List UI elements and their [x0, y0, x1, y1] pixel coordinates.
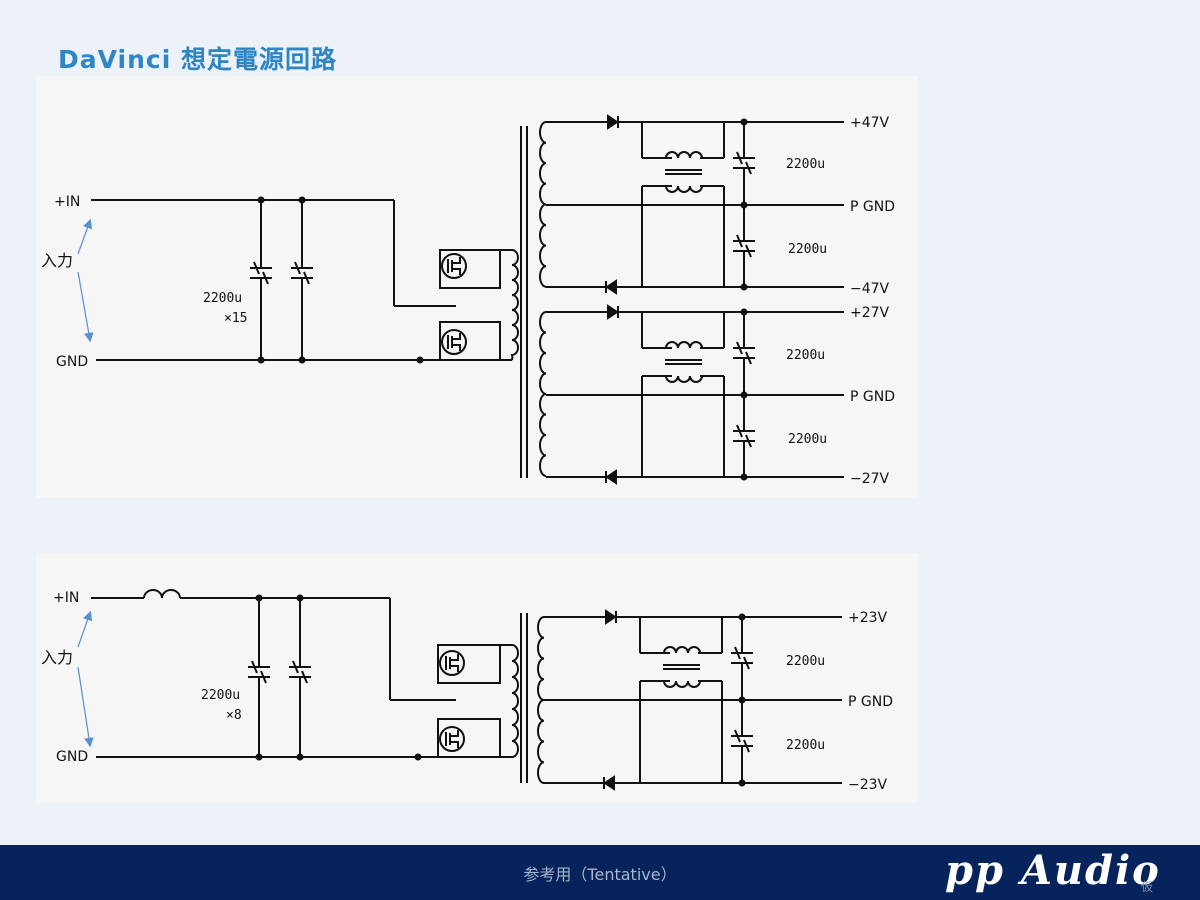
schematic-1: +IN 入力 GND 2200u ×15 +47V P GND −47V +27… — [41, 114, 895, 487]
in-plus-label: +IN — [54, 194, 80, 210]
filter-cap-23-neg — [731, 729, 753, 753]
output-pgnd-label: P GND — [850, 389, 895, 405]
diode-icon — [603, 775, 615, 791]
arrow-down — [77, 271, 94, 343]
diode-icon — [605, 279, 617, 295]
mosfet-box-1 — [439, 249, 501, 289]
diode-icon — [607, 114, 619, 130]
filter-cap-27-pos — [733, 341, 755, 365]
input-label: 入力 — [41, 648, 73, 667]
diode-icon — [605, 609, 617, 625]
mosfet-box-2 — [437, 718, 501, 758]
output-plus23-label: +23V — [848, 610, 888, 626]
filter-cap-label: 2200u — [786, 157, 825, 172]
filter-cap-47-pos — [733, 151, 755, 175]
secondary-winding-2 — [539, 311, 547, 477]
cap-value-label: 2200u — [203, 291, 242, 306]
output-minus23-label: −23V — [848, 777, 888, 793]
cap-count-label: ×15 — [224, 311, 247, 326]
filter-cap-label: 2200u — [786, 654, 825, 669]
secondary-winding — [537, 616, 545, 784]
output-minus47-label: −47V — [850, 281, 890, 297]
filter-cap-23-pos — [731, 646, 753, 670]
filter-cap-27-neg — [733, 424, 755, 448]
brand-logo: pp Audio — [945, 847, 1161, 894]
in-plus-label: +IN — [53, 590, 79, 606]
mosfet-1-icon — [441, 253, 467, 279]
diode-icon — [607, 304, 619, 320]
primary-winding — [511, 644, 519, 758]
schematic-2: +IN 入力 GND 2200u ×8 +23V P GND −23V 2200… — [41, 589, 893, 793]
filter-cap-label: 2200u — [786, 348, 825, 363]
gnd-label: GND — [56, 354, 88, 370]
filter-cap-47-neg — [733, 234, 755, 258]
output-minus27-label: −27V — [850, 471, 890, 487]
cap-bank-1 — [248, 660, 270, 684]
cap-count-label: ×8 — [226, 708, 242, 723]
filter-cap-label: 2200u — [788, 432, 827, 447]
secondary-winding-1 — [539, 121, 547, 288]
arrow-up — [77, 218, 93, 255]
mosfet-box-2 — [439, 321, 501, 361]
mosfet-1-icon — [439, 650, 465, 676]
gnd-label: GND — [56, 749, 88, 765]
footer-note: 参考用（Tentative） — [523, 865, 677, 884]
diode-icon — [605, 469, 617, 485]
filter-cap-label: 2200u — [788, 242, 827, 257]
arrow-up — [77, 610, 93, 648]
filter-cap-label: 2200u — [786, 738, 825, 753]
output-plus47-label: +47V — [850, 115, 890, 131]
cap-bank-1 — [250, 261, 272, 285]
output-pgnd-label: P GND — [850, 199, 895, 215]
cap-bank-2 — [289, 660, 311, 684]
brand-sub-label: 仮 — [1141, 880, 1154, 894]
cap-value-label: 2200u — [201, 688, 240, 703]
output-pgnd-label: P GND — [848, 694, 893, 710]
output-plus27-label: +27V — [850, 305, 890, 321]
primary-winding — [510, 249, 519, 361]
schematic-panel-2: +IN 入力 GND 2200u ×8 +23V P GND −23V 2200… — [36, 553, 918, 803]
input-label: 入力 — [41, 251, 73, 270]
mosfet-box-1 — [437, 644, 501, 684]
mosfet-2-icon — [439, 726, 465, 752]
footer-bar: 参考用（Tentative） pp Audio 仮 — [0, 845, 1200, 900]
cap-bank-2 — [291, 261, 313, 285]
page-title: DaVinci 想定電源回路 — [58, 45, 337, 74]
input-choke-icon — [143, 589, 181, 599]
schematic-panel-1: +IN 入力 GND 2200u ×15 +47V P GND −47V +27… — [36, 76, 918, 498]
mosfet-2-icon — [441, 329, 467, 355]
arrow-down — [77, 666, 94, 748]
